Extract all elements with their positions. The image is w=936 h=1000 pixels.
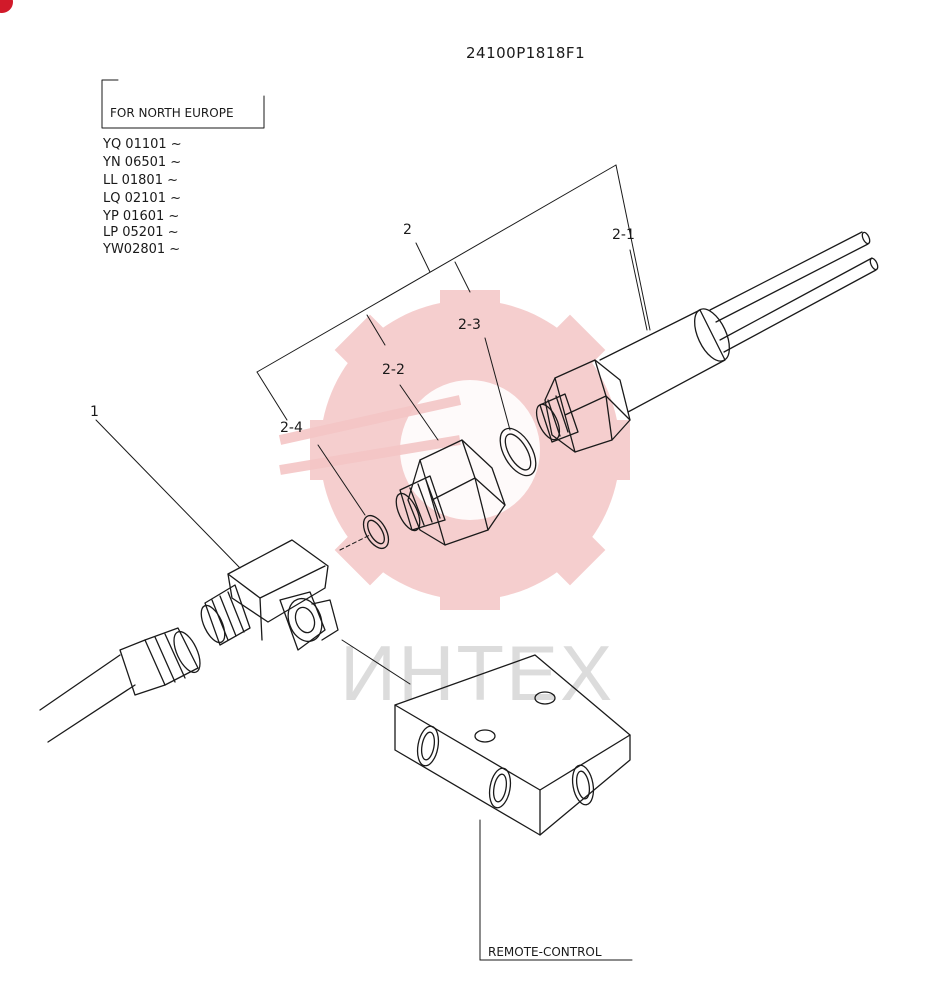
serial-range: YP 01601 ~	[103, 209, 180, 224]
washer-2-3	[499, 427, 537, 477]
washer-2-4	[362, 514, 390, 550]
serial-range: YW02801 ~	[103, 242, 181, 257]
callout-2-2: 2-2	[382, 362, 405, 378]
remote-control-label: REMOTE-CONTROL	[488, 945, 602, 959]
corner-badge	[0, 0, 13, 13]
leader-lines	[95, 164, 651, 961]
serial-range: YN 06501 ~	[103, 155, 182, 170]
hose-assembly	[39, 627, 201, 743]
serial-range: YQ 01101 ~	[103, 137, 182, 152]
callout-2-1: 2-1	[612, 227, 635, 243]
callout-2-3: 2-3	[458, 317, 481, 333]
adapter-2-2	[395, 439, 506, 546]
callout-1: 1	[90, 404, 99, 420]
callout-2: 2	[403, 222, 412, 238]
serial-range: LL 01801 ~	[103, 173, 178, 188]
serial-range: LQ 02101 ~	[103, 191, 181, 206]
drawing-number: 24100P1818F1	[466, 44, 586, 62]
callout-2-4: 2-4	[280, 420, 303, 436]
watermark-text: ИНТЕХ	[340, 629, 615, 717]
tee-fitting	[200, 539, 339, 651]
serial-range: LP 05201 ~	[103, 225, 179, 240]
applicability-label: FOR NORTH EUROPE	[110, 106, 234, 120]
applicability-box	[101, 79, 265, 129]
pressure-switch-2-1	[535, 231, 879, 453]
remote-control-block	[394, 654, 631, 836]
